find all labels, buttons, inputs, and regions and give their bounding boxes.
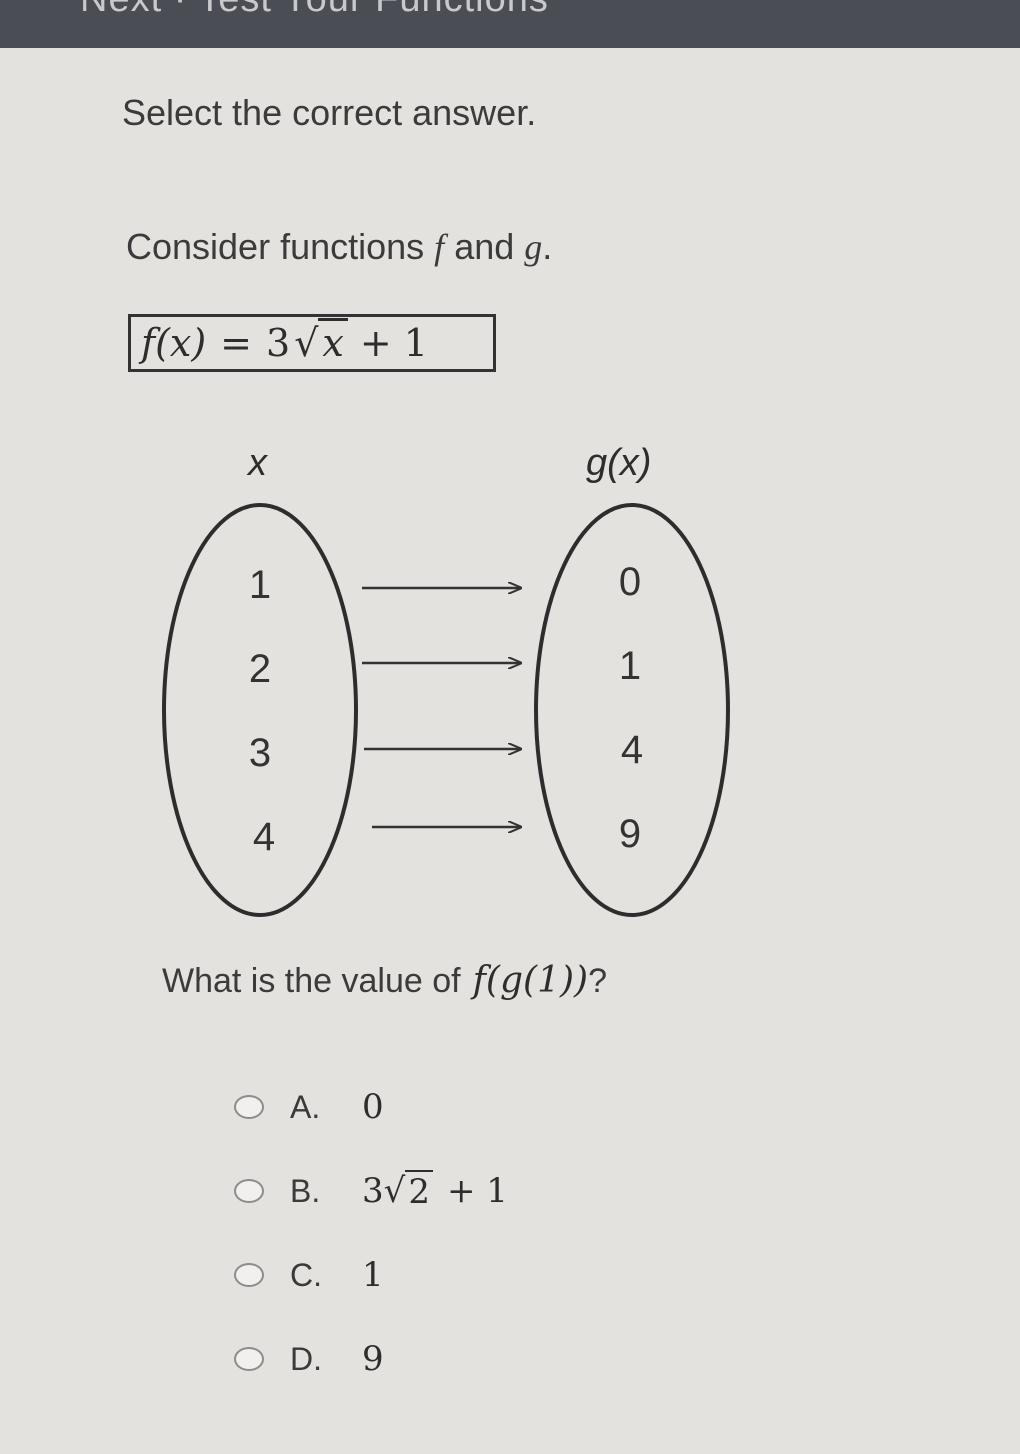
domain-oval [162, 503, 358, 917]
option-letter: A. [290, 1088, 321, 1125]
option-b[interactable]: B. 3 √2 + 1 [234, 1168, 508, 1214]
prompt-text-after: . [542, 226, 553, 267]
domain-label: x [246, 442, 269, 484]
top-bar: Next · Test Your Functions [0, 0, 1020, 48]
formula-sqrt: √x [290, 318, 348, 365]
option-letter: C. [290, 1256, 322, 1293]
range-value: 0 [619, 560, 641, 604]
option-a[interactable]: A. 0 [234, 1084, 384, 1130]
prompt-text-mid: and [444, 226, 525, 267]
domain-value: 1 [249, 563, 271, 607]
top-bar-title: Next · Test Your Functions [80, 0, 549, 21]
option-text: 3 √2 + 1 [362, 1170, 508, 1212]
domain-value: 3 [249, 731, 271, 775]
question-prompt: Consider functions f and g. [126, 226, 552, 268]
option-d[interactable]: D. 9 [234, 1336, 384, 1382]
domain-value: 4 [253, 815, 275, 859]
formula-radicand: x [318, 318, 348, 365]
radio-button[interactable] [234, 1263, 264, 1287]
range-label: g(x) [586, 442, 651, 484]
domain-value: 2 [249, 647, 271, 691]
range-value: 4 [621, 728, 643, 772]
prompt-g: g [524, 227, 543, 267]
range-oval [534, 503, 730, 917]
option-tail: + 1 [446, 1171, 508, 1211]
formula-coef: 3 [266, 321, 291, 365]
radical-sign: √ [294, 321, 319, 365]
formula-f: f(x) = 3 √x + 1 [128, 314, 496, 372]
option-coef: 3 [362, 1171, 384, 1211]
option-radicand: 2 [405, 1170, 433, 1212]
radio-button[interactable] [234, 1095, 264, 1119]
prompt-f: f [434, 227, 445, 267]
question-end: ? [588, 962, 607, 1000]
range-value: 1 [619, 644, 641, 688]
option-c[interactable]: C. 1 [234, 1252, 384, 1298]
option-letter: B. [290, 1172, 321, 1209]
mapping-diagram: x g(x) 1 2 3 4 0 1 4 9 [162, 442, 730, 917]
option-letter: D. [290, 1340, 322, 1377]
radio-button[interactable] [234, 1179, 264, 1203]
radical-sign: √ [383, 1171, 406, 1211]
range-value: 9 [619, 812, 641, 856]
instruction-text: Select the correct answer. [122, 92, 537, 133]
option-text: 1 [362, 1255, 384, 1295]
option-text: 0 [362, 1087, 384, 1127]
question-text: What is the value of f(g(1))? [162, 960, 607, 1001]
prompt-text-before: Consider functions [126, 226, 435, 267]
formula-tail: + 1 [359, 321, 428, 365]
formula-lhs: f(x) [141, 321, 207, 365]
option-text: 9 [362, 1339, 384, 1379]
formula-equals: = [220, 321, 252, 365]
radio-button[interactable] [234, 1347, 264, 1371]
question-expression: f(g(1)) [472, 960, 589, 1001]
question-lead: What is the value of [162, 962, 461, 1000]
